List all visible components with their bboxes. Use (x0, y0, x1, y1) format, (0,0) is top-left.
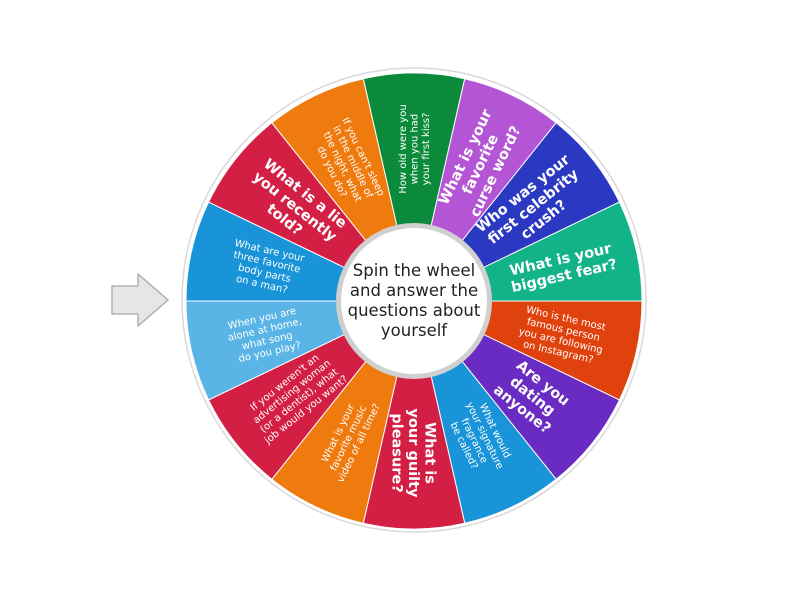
wheel-center-label: Spin the wheel and answer the questions … (347, 261, 481, 340)
wheel-segment-label-8: What isyour guiltypleasure? (388, 409, 437, 499)
wheel-segment-label-line: your guilty (405, 409, 421, 499)
wheel-segment-label-line: What is (422, 422, 438, 484)
arrow-right-icon (111, 273, 169, 327)
wheel-segment-label-line: pleasure? (388, 413, 404, 492)
wheel-segment-label-line: when you had (410, 114, 421, 185)
wheel-segment-1 (362, 72, 466, 302)
wheel-center-disc (341, 228, 487, 374)
wheel-segment-label-1: How old were youwhen you hadyour first k… (398, 104, 432, 193)
wheel-segment-8 (362, 300, 466, 530)
wheel-segment-label-line: your first kiss? (421, 113, 432, 186)
wheel-segment-label-line: How old were you (398, 104, 409, 193)
